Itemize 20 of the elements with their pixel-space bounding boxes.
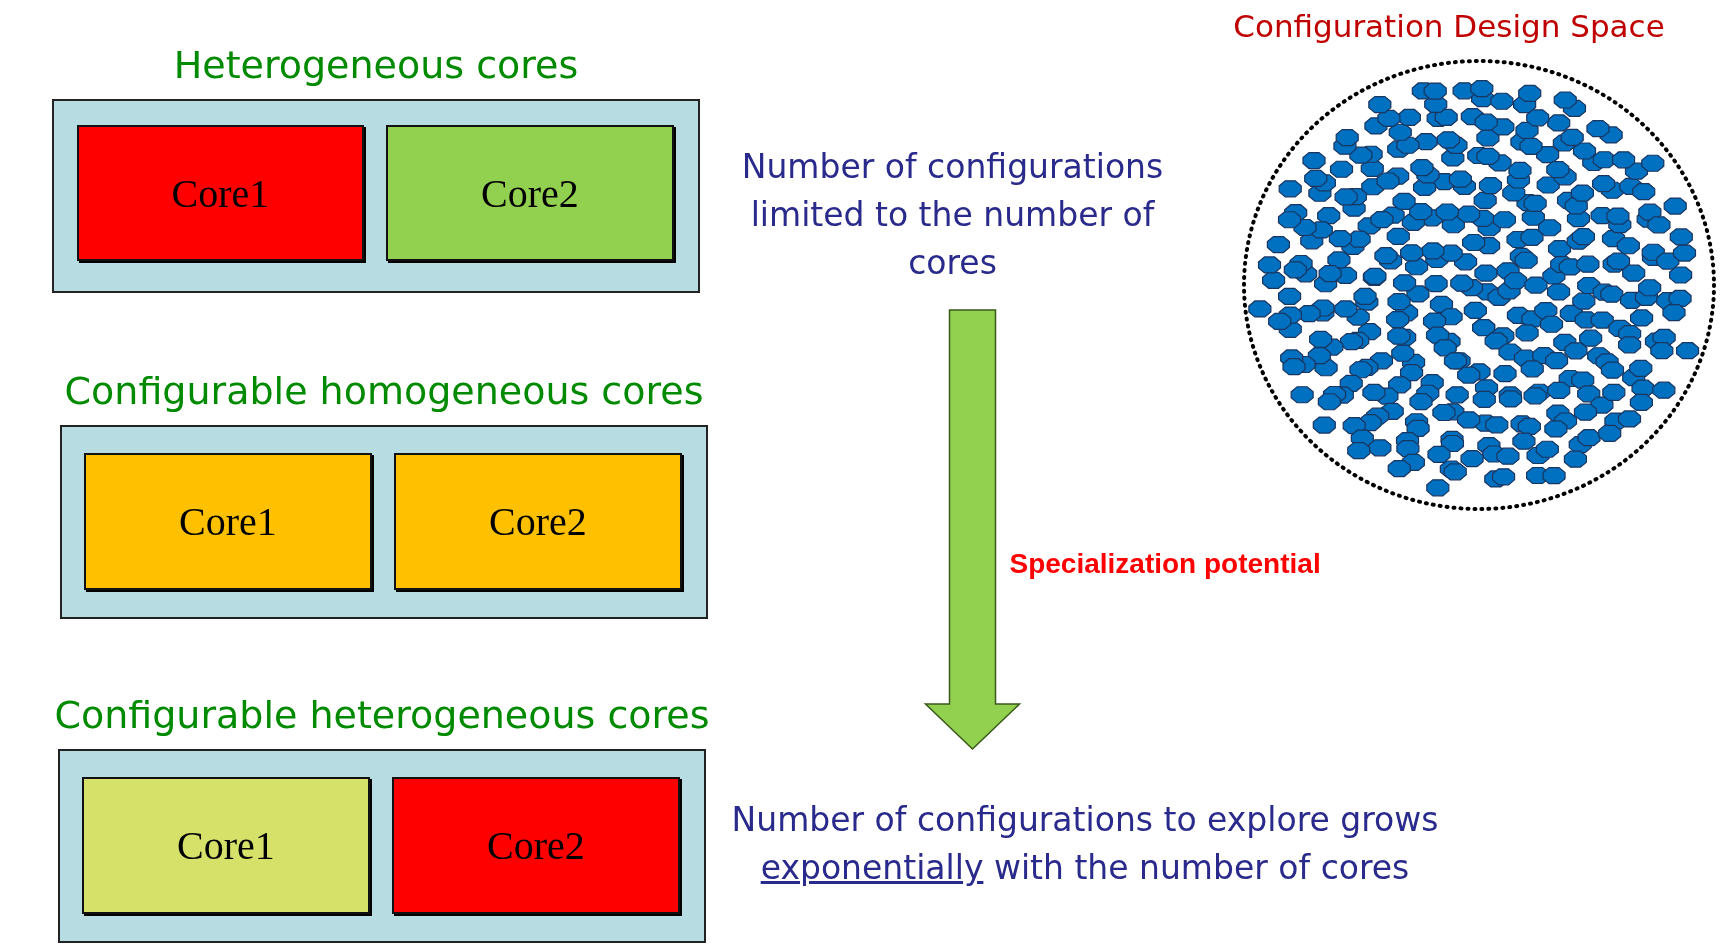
- core-block: [77, 125, 364, 261]
- core-block: [386, 125, 674, 261]
- block-arrow: [923, 309, 1022, 751]
- core-label: Core2: [487, 822, 585, 869]
- panel-title: Heterogeneous cores: [172, 43, 580, 87]
- core-label: Core1: [171, 169, 270, 217]
- description-text: Number of configurations to explore grows exponentially with the number of cores: [720, 749, 1450, 939]
- core-block: [84, 453, 372, 590]
- core-block: [82, 777, 370, 914]
- edge-label: Specialization potential: [1009, 547, 1321, 580]
- core-block: [394, 453, 682, 590]
- space-title: Configuration Design Space: [1232, 8, 1666, 44]
- description-text: Number of configurations limited to the number of cores: [720, 120, 1185, 310]
- core-label: Core1: [179, 498, 277, 545]
- panel-title: Configurable heterogeneous cores: [53, 693, 711, 737]
- core-label: Core1: [177, 822, 275, 869]
- core-block: [392, 777, 680, 914]
- panel-title: Configurable homogeneous cores: [63, 369, 705, 413]
- core-label: Core2: [481, 169, 579, 217]
- core-label: Core2: [489, 498, 587, 545]
